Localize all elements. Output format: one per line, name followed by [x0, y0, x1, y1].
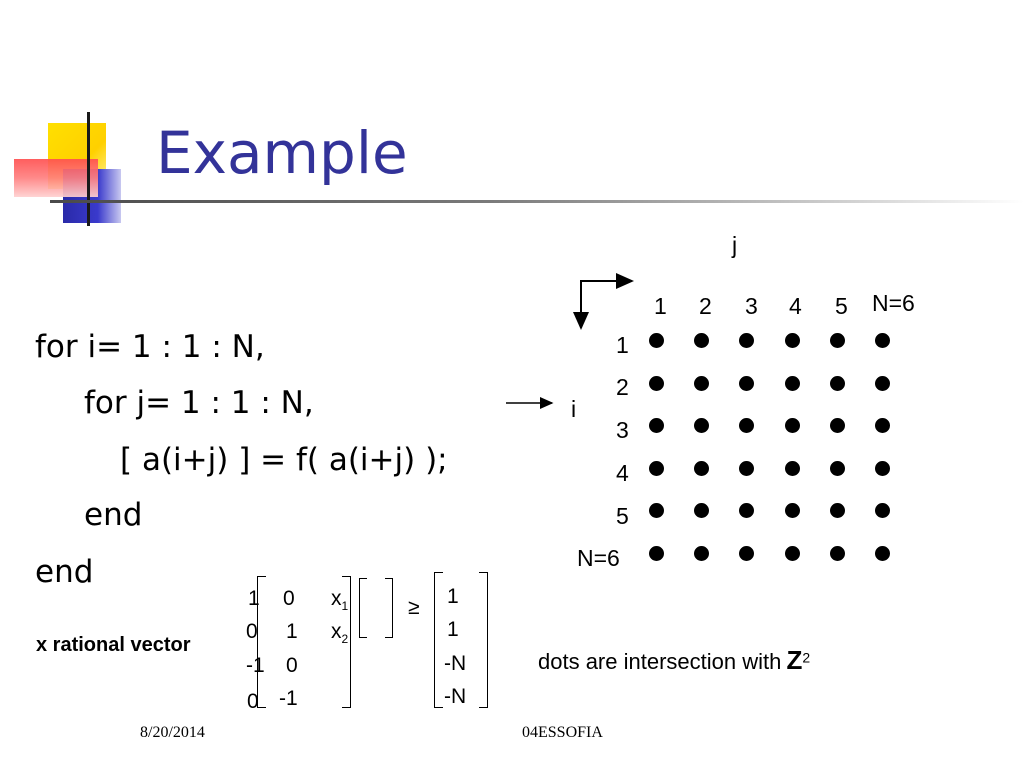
matrix-cell-r2c2: 1	[286, 620, 298, 643]
x-vector-x1: x1	[331, 587, 349, 614]
grid-dot-r2-c1	[649, 375, 664, 391]
grid-dot-r1-c5	[829, 333, 845, 348]
x-vector-left-bracket	[359, 578, 367, 638]
slide-title: Example	[156, 119, 408, 187]
dots-caption-text: dots are intersection with	[538, 649, 782, 674]
grid-dot-r5-c6	[875, 503, 890, 519]
matrix-cell-r1c2: 0	[283, 587, 295, 610]
grid-dot-r6-c6	[875, 546, 890, 561]
grid-dot-r5-c2	[694, 503, 710, 519]
grid-dot-r3-c5	[829, 418, 845, 434]
grid-dot-r4-c4	[784, 460, 800, 476]
title-decor-vertical-line	[87, 112, 90, 226]
grid-dot-r5-c1	[649, 503, 664, 519]
code-line-outer-for: for i= 1 : 1 : N,	[35, 329, 265, 365]
matrix-cell-r2c1: 0	[246, 620, 258, 643]
grid-dot-r6-c1	[649, 546, 664, 561]
integer-set-power: 2	[802, 649, 811, 666]
grid-dot-r6-c3	[739, 546, 755, 561]
rhs-entry-1: 1	[447, 585, 459, 608]
grid-dot-r4-c3	[739, 460, 755, 476]
grid-dot-r1-c4	[784, 333, 800, 348]
grid-dot-r3-c2	[694, 418, 710, 434]
vector-label: x rational vector	[36, 634, 191, 656]
row-label-2: 2	[616, 374, 629, 400]
row-label-1: 1	[616, 332, 629, 358]
footer-id: 04ESSOFIA	[522, 724, 603, 741]
greater-equal-sign: ≥	[408, 596, 420, 619]
col-label-1: 1	[654, 293, 667, 319]
grid-dot-r1-c3	[739, 333, 755, 348]
grid-dot-r2-c4	[784, 375, 800, 391]
grid-dot-r5-c4	[784, 503, 800, 519]
j-axis-label: j	[732, 232, 738, 258]
col-label-2: 2	[699, 293, 712, 319]
col-label-n: N=6	[872, 290, 915, 316]
row-label-n: N=6	[577, 545, 620, 571]
rhs-left-bracket	[434, 572, 443, 708]
grid-dot-r3-c6	[875, 418, 890, 434]
grid-dot-r4-c5	[829, 460, 845, 476]
row-label-4: 4	[616, 460, 629, 486]
title-decor-red-bar	[14, 159, 98, 197]
code-line-body: [ a(i+j) ] = f( a(i+j) );	[120, 442, 448, 478]
grid-dot-r2-c2	[694, 375, 710, 391]
matrix-cell-r4c1: 0	[247, 690, 259, 713]
grid-dot-r1-c1	[649, 333, 664, 348]
col-label-3: 3	[745, 293, 758, 319]
rhs-entry-2: 1	[447, 618, 459, 641]
rhs-right-bracket	[479, 572, 488, 708]
matrix-cell-r3c1: -1	[246, 654, 265, 677]
grid-dot-r3-c4	[784, 418, 800, 434]
rhs-entry-3: -N	[444, 652, 467, 675]
grid-dot-r3-c3	[739, 418, 755, 434]
grid-dot-r4-c6	[875, 460, 890, 476]
grid-dot-r2-c3	[739, 375, 755, 391]
grid-dot-r2-c6	[875, 375, 890, 391]
footer-date: 8/20/2014	[140, 724, 205, 741]
matrix-cell-r1c1: 1	[248, 587, 260, 610]
title-underline-rule	[50, 200, 1024, 203]
x-vector-x2: x2	[331, 620, 349, 647]
grid-dot-r4-c1	[649, 460, 664, 476]
matrix-cell-r4c2: -1	[279, 687, 298, 710]
grid-dot-r6-c2	[694, 546, 710, 561]
code-line-inner-for: for j= 1 : 1 : N,	[84, 385, 314, 421]
dots-caption: dots are intersection with Z2	[538, 645, 810, 676]
rhs-entry-4: -N	[444, 685, 467, 708]
grid-dot-r5-c3	[739, 503, 755, 519]
grid-dot-r6-c4	[784, 546, 800, 561]
code-line-outer-end: end	[35, 554, 94, 590]
grid-dot-r4-c2	[694, 460, 710, 476]
grid-dot-r2-c5	[829, 375, 845, 391]
axes-arrows	[506, 273, 634, 409]
grid-dot-r6-c5	[829, 546, 845, 561]
integer-set-symbol: Z	[786, 645, 803, 675]
x-vector-right-bracket	[385, 578, 393, 638]
i-axis-label: i	[571, 396, 577, 422]
matrix-right-bracket	[342, 576, 351, 708]
code-line-inner-end: end	[84, 497, 143, 533]
matrix-cell-r3c2: 0	[286, 654, 298, 677]
row-label-5: 5	[616, 503, 629, 529]
grid-dot-r1-c6	[875, 333, 890, 348]
grid-dot-r1-c2	[694, 333, 710, 348]
grid-dot-r5-c5	[829, 503, 845, 519]
matrix-left-bracket	[257, 576, 266, 708]
grid-dot-r3-c1	[649, 418, 664, 434]
col-label-5: 5	[835, 293, 848, 319]
col-label-4: 4	[789, 293, 802, 319]
row-label-3: 3	[616, 417, 629, 443]
